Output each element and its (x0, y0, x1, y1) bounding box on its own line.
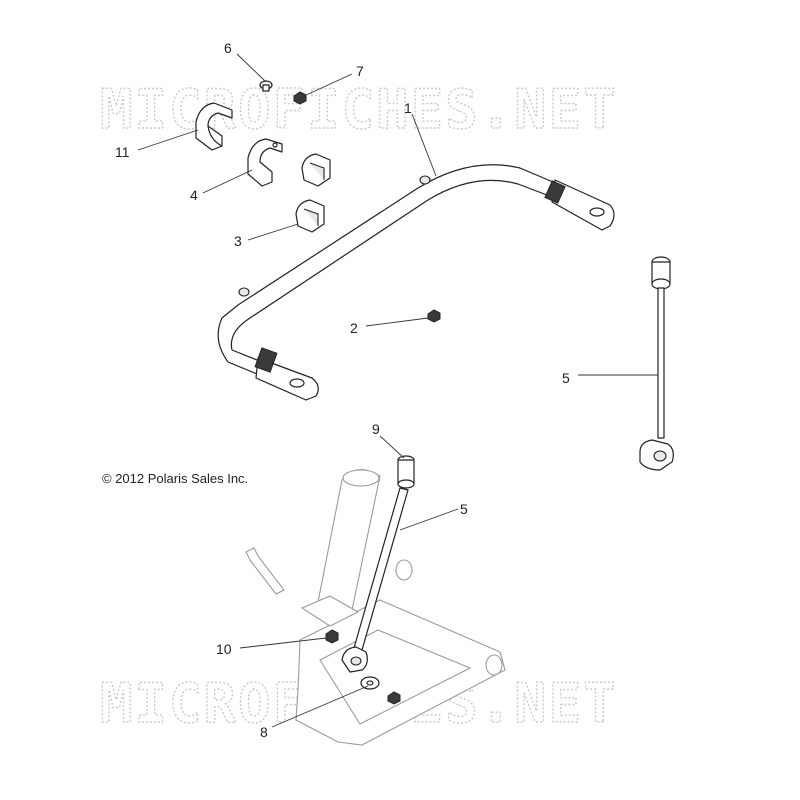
bushing-3 (295, 199, 325, 233)
callout-8: 8 (260, 724, 268, 740)
bolt-6 (259, 80, 273, 92)
callout-4: 4 (190, 187, 198, 203)
bushing-upper (301, 153, 331, 187)
callout-5-lower: 5 (460, 501, 468, 517)
callout-labels: 6 7 1 11 4 3 2 5 9 5 10 8 (115, 40, 570, 740)
nut-2 (427, 309, 441, 323)
callout-3: 3 (234, 233, 242, 249)
callout-5-right: 5 (562, 370, 570, 386)
callout-7: 7 (356, 63, 364, 79)
callout-11: 11 (115, 144, 130, 160)
copyright-text: © 2012 Polaris Sales Inc. (102, 471, 248, 486)
stabilizer-link-right (639, 256, 674, 471)
callout-6: 6 (224, 40, 232, 56)
callout-1-top: 1 (404, 100, 412, 116)
clamp-4 (247, 138, 283, 187)
stabilizer-bar (217, 164, 615, 401)
callout-10: 10 (216, 641, 232, 657)
callout-2: 2 (350, 320, 358, 336)
watermark-top: MICROFICHES.NET (100, 78, 618, 141)
nut-10 (325, 629, 339, 644)
stabilizer-link-lower (341, 455, 415, 673)
callout-9: 9 (372, 421, 380, 437)
washer-8 (360, 676, 401, 705)
nut-7 (293, 91, 307, 105)
leader-lines (137, 53, 658, 728)
clamp-11 (195, 102, 233, 151)
